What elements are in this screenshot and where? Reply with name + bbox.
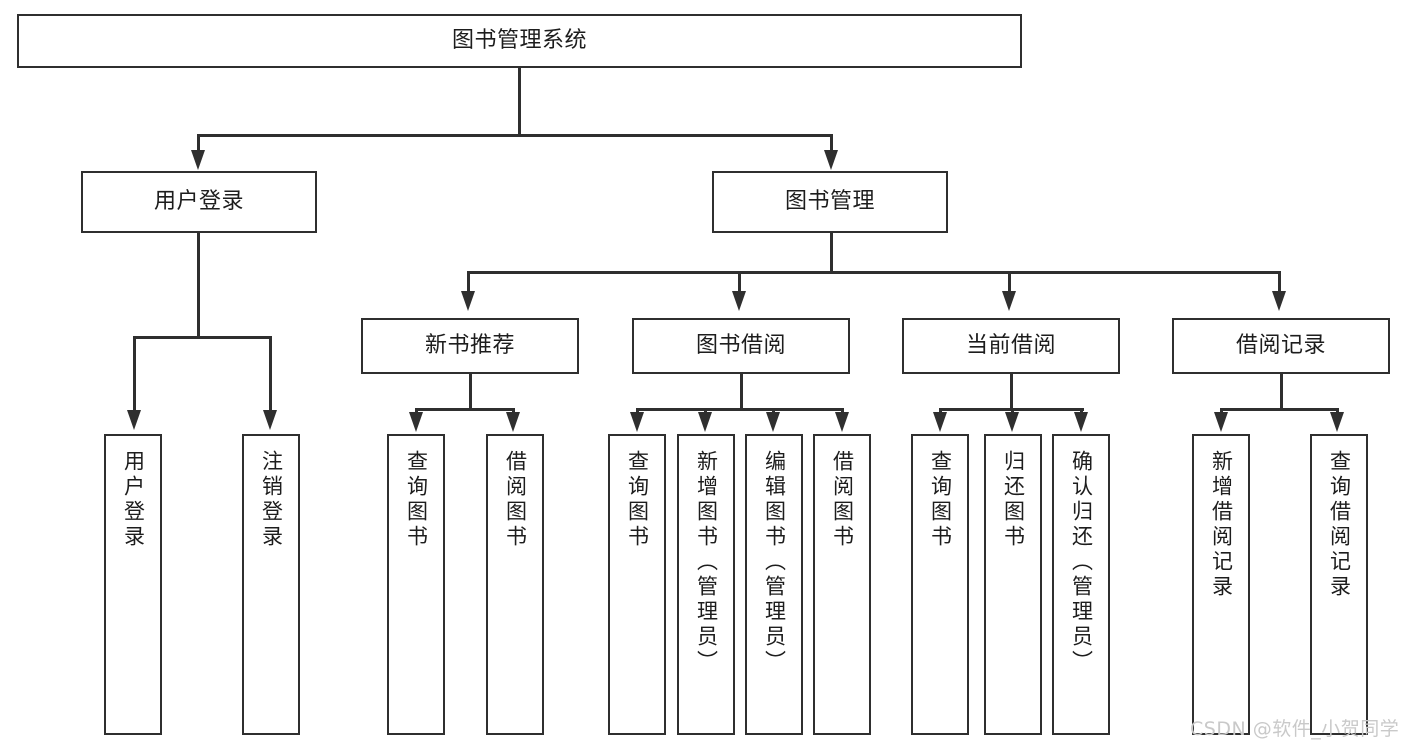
leaf-label: 确认归还（管理员） — [1069, 450, 1094, 675]
connector-user-login-right — [269, 336, 272, 412]
arrow-br-leaf1 — [1214, 412, 1228, 432]
connector-bb-bus — [636, 408, 844, 411]
leaf-query-book-nbr[interactable]: 查询图书 — [387, 434, 445, 735]
arrow-new-book-rec — [461, 291, 475, 311]
arrow-nbr-leaf2 — [506, 412, 520, 432]
connector-br-bus — [1220, 408, 1339, 411]
leaf-logout[interactable]: 注销登录 — [242, 434, 300, 735]
node-label: 图书管理 — [784, 188, 875, 214]
connector-book-mgmt-stem — [830, 233, 833, 271]
connector-nbr-bus — [415, 408, 515, 411]
arrow-book-borrow — [732, 291, 746, 311]
leaf-label: 查询借阅记录 — [1327, 450, 1352, 600]
leaf-edit-book-admin[interactable]: 编辑图书（管理员） — [745, 434, 803, 735]
arrow-to-book-mgmt — [824, 150, 838, 170]
connector-bm-c3 — [1008, 271, 1011, 293]
leaf-user-login[interactable]: 用户登录 — [104, 434, 162, 735]
leaf-label: 新增图书（管理员） — [694, 450, 719, 675]
leaf-label: 借阅图书 — [830, 450, 855, 550]
arrow-br-leaf2 — [1330, 412, 1344, 432]
node-root-system[interactable]: 图书管理系统 — [17, 14, 1022, 68]
arrow-cb-leaf1 — [933, 412, 947, 432]
leaf-label: 归还图书 — [1001, 450, 1026, 550]
node-new-book-recommend[interactable]: 新书推荐 — [361, 318, 579, 374]
arrow-bb-leaf3 — [766, 412, 780, 432]
node-label: 用户登录 — [153, 188, 244, 214]
leaf-label: 借阅图书 — [503, 450, 528, 550]
connector-user-login-stem — [197, 233, 200, 336]
connector-root-bus — [197, 134, 833, 137]
leaf-borrow-book-nbr[interactable]: 借阅图书 — [486, 434, 544, 735]
arrow-nbr-leaf1 — [409, 412, 423, 432]
leaf-add-borrow-record[interactable]: 新增借阅记录 — [1192, 434, 1250, 735]
connector-user-login-left — [133, 336, 136, 412]
connector-cb-stem — [1010, 374, 1013, 408]
node-label: 图书借阅 — [695, 332, 786, 358]
connector-bm-c1 — [467, 271, 470, 293]
arrow-leaf-logout — [263, 410, 277, 430]
leaf-query-borrow-record[interactable]: 查询借阅记录 — [1310, 434, 1368, 735]
leaf-label: 用户登录 — [121, 450, 146, 550]
node-label: 当前借阅 — [965, 332, 1056, 358]
node-label: 图书管理系统 — [451, 27, 587, 53]
leaf-label: 查询图书 — [928, 450, 953, 550]
node-borrow-record[interactable]: 借阅记录 — [1172, 318, 1390, 374]
connector-bm-c2 — [738, 271, 741, 293]
arrow-bb-leaf1 — [630, 412, 644, 432]
csdn-watermark: CSDN @软件_小贺同学 — [1190, 718, 1400, 740]
leaf-label: 新增借阅记录 — [1209, 450, 1234, 600]
arrow-cb-leaf2 — [1005, 412, 1019, 432]
leaf-query-book-cb[interactable]: 查询图书 — [911, 434, 969, 735]
node-book-borrow[interactable]: 图书借阅 — [632, 318, 850, 374]
connector-book-mgmt-bus — [467, 271, 1279, 274]
arrow-current-borrow — [1002, 291, 1016, 311]
arrow-leaf-user-login — [127, 410, 141, 430]
arrow-borrow-record — [1272, 291, 1286, 311]
connector-br-stem — [1280, 374, 1283, 408]
leaf-confirm-return-admin[interactable]: 确认归还（管理员） — [1052, 434, 1110, 735]
connector-bb-stem — [740, 374, 743, 408]
arrow-to-user-login — [191, 150, 205, 170]
arrow-bb-leaf2 — [698, 412, 712, 432]
leaf-borrow-book-bb[interactable]: 借阅图书 — [813, 434, 871, 735]
node-book-management[interactable]: 图书管理 — [712, 171, 948, 233]
leaf-label: 查询图书 — [625, 450, 650, 550]
leaf-label: 注销登录 — [259, 450, 284, 550]
node-label: 借阅记录 — [1235, 332, 1326, 358]
connector-root-stem — [518, 68, 521, 136]
connector-to-book-mgmt — [830, 134, 833, 152]
connector-nbr-stem — [469, 374, 472, 408]
connector-bm-c4 — [1278, 271, 1281, 293]
connector-to-user-login — [197, 134, 200, 152]
node-user-login[interactable]: 用户登录 — [81, 171, 317, 233]
leaf-label: 查询图书 — [404, 450, 429, 550]
arrow-cb-leaf3 — [1074, 412, 1088, 432]
leaf-add-book-admin[interactable]: 新增图书（管理员） — [677, 434, 735, 735]
arrow-bb-leaf4 — [835, 412, 849, 432]
node-current-borrow[interactable]: 当前借阅 — [902, 318, 1120, 374]
leaf-query-book-bb[interactable]: 查询图书 — [608, 434, 666, 735]
leaf-label: 编辑图书（管理员） — [762, 450, 787, 675]
connector-user-login-bus — [133, 336, 272, 339]
leaf-return-book[interactable]: 归还图书 — [984, 434, 1042, 735]
node-label: 新书推荐 — [424, 332, 515, 358]
